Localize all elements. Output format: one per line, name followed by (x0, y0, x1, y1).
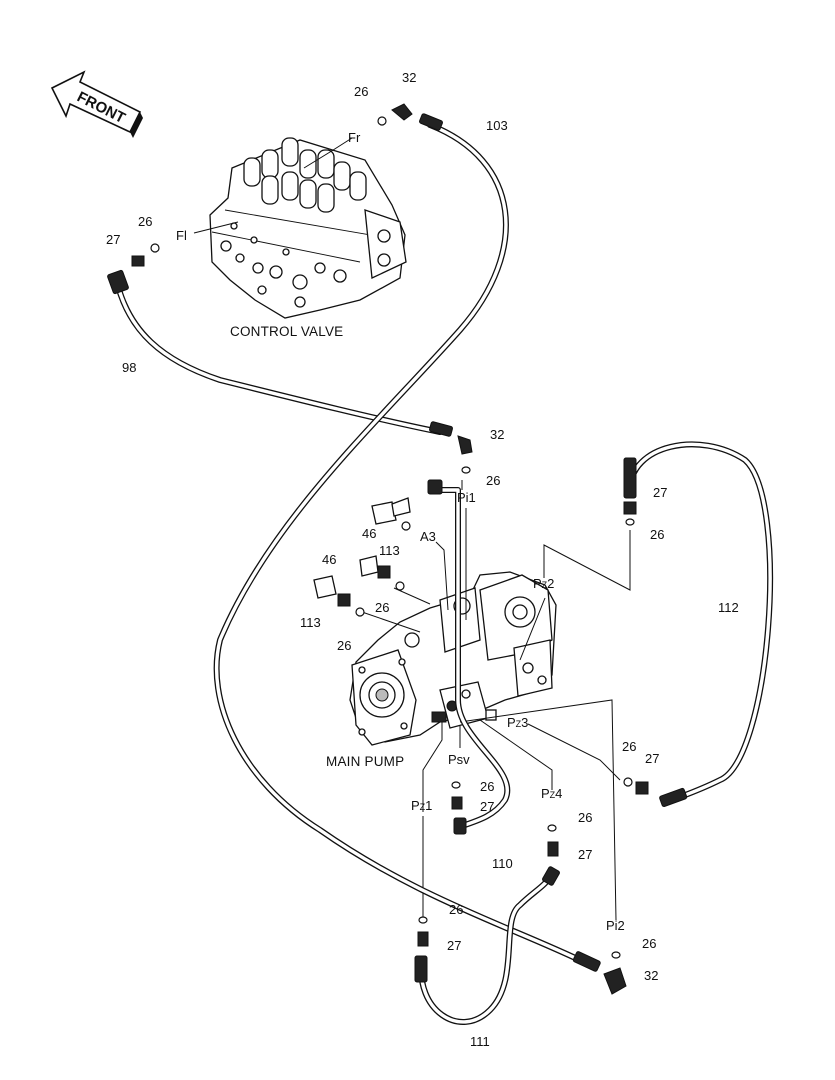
callout-112: 112 (718, 600, 739, 615)
fittings (107, 103, 688, 995)
callout-27: 27 (653, 485, 667, 500)
callout-26: 26 (486, 473, 500, 488)
callout-98: 98 (122, 360, 136, 375)
port-pi1-label: Pi1 (457, 490, 476, 505)
callout-27: 27 (480, 799, 494, 814)
port-pz2-label: PZ2 (533, 576, 554, 591)
hose-110 (432, 487, 511, 829)
callout-26: 26 (449, 902, 463, 917)
hose-111 (418, 869, 555, 1025)
leader-lines (193, 137, 631, 921)
control-valve: CONTROL VALVE (209, 137, 407, 339)
callout-113: 113 (300, 615, 321, 630)
callout-26: 26 (622, 739, 636, 754)
main-pump-title: MAIN PUMP (326, 754, 404, 769)
callout-26: 26 (642, 936, 656, 951)
callout-27: 27 (106, 232, 120, 247)
callout-26: 26 (375, 600, 389, 615)
callout-26: 26 (354, 84, 368, 99)
port-fl-label: Fl (176, 228, 187, 243)
callout-46: 46 (362, 526, 376, 541)
port-fr-label: Fr (348, 130, 361, 145)
control-valve-title: CONTROL VALVE (230, 324, 343, 339)
port-a3-label: A3 (420, 529, 436, 544)
control-valve-spools (243, 137, 367, 213)
part-callouts: 32 26 103 26 27 98 32 26 27 26 46 46 113… (106, 70, 739, 1049)
port-pi2-label: Pi2 (606, 918, 625, 933)
hose-103 (213, 122, 593, 968)
control-valve-ports (220, 222, 347, 308)
callout-27: 27 (578, 847, 592, 862)
callout-32: 32 (490, 427, 504, 442)
callout-27: 27 (447, 938, 461, 953)
port-pz3-label: PZ3 (507, 715, 528, 730)
hose-98 (115, 283, 443, 435)
main-pump: MAIN PUMP (326, 571, 557, 769)
callout-26: 26 (480, 779, 494, 794)
callout-26: 26 (650, 527, 664, 542)
front-arrow: FRONT (50, 70, 143, 138)
pump-regulator (479, 574, 553, 697)
callout-32: 32 (644, 968, 658, 983)
callout-26: 26 (138, 214, 152, 229)
callout-26: 26 (337, 638, 351, 653)
callout-113: 113 (379, 543, 400, 558)
callout-32: 32 (402, 70, 416, 85)
callout-103: 103 (486, 118, 508, 133)
port-labels: Fr Fl Pi1 A3 PZ2 PZ3 Psv PZ4 PZ1 Pi2 (176, 130, 625, 933)
callout-26: 26 (578, 810, 592, 825)
callout-111: 111 (470, 1034, 490, 1049)
hose-112 (627, 441, 774, 803)
pump-flange (351, 649, 417, 746)
port-pz4-label: PZ4 (541, 786, 562, 801)
port-pz1-label: PZ1 (411, 798, 432, 813)
callout-110: 110 (492, 856, 513, 871)
port-psv-label: Psv (448, 752, 470, 767)
callout-46: 46 (322, 552, 336, 567)
callout-27: 27 (645, 751, 659, 766)
